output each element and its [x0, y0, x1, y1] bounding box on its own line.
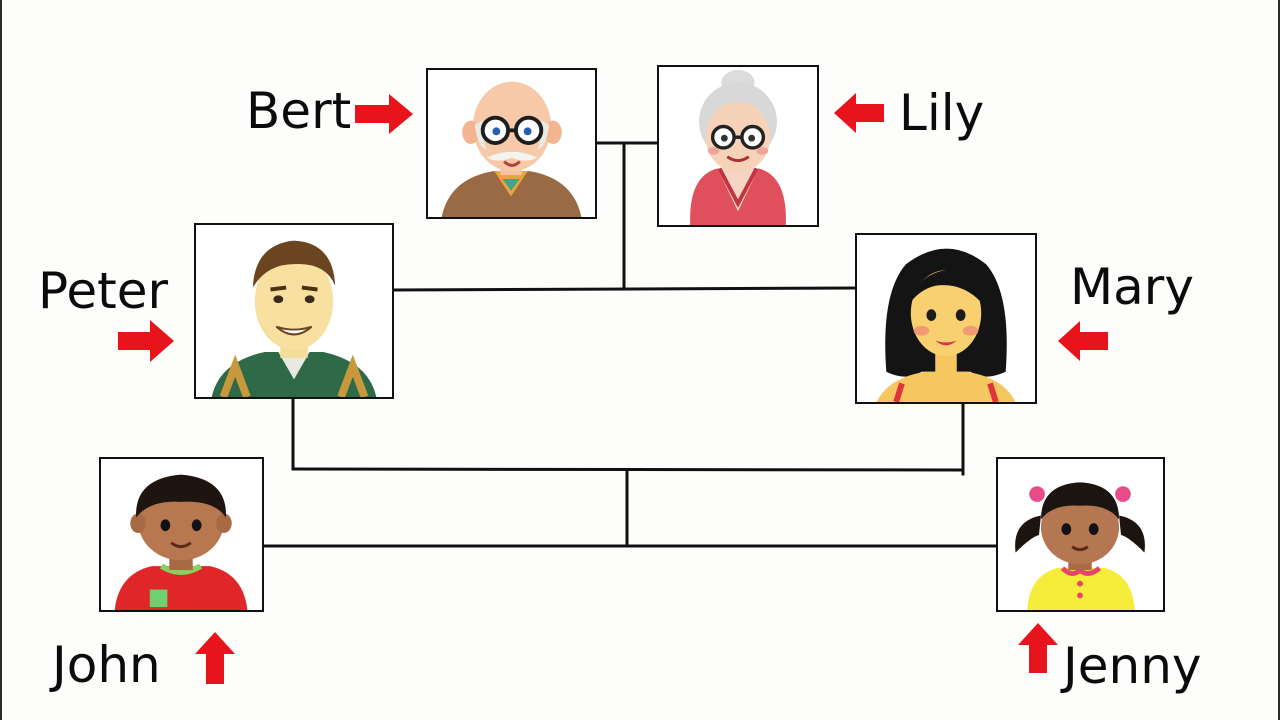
- grandfather-portrait-icon: [441, 81, 582, 217]
- name-bert: Bert: [246, 82, 352, 140]
- father-portrait-icon: [211, 240, 377, 397]
- arrow-up-icon: [195, 632, 235, 684]
- left-frame-edge: [0, 0, 2, 720]
- portrait-mary[interactable]: [855, 233, 1037, 404]
- arrow-up-icon: [1018, 623, 1058, 673]
- name-john: John: [52, 636, 161, 694]
- portrait-jenny[interactable]: [996, 457, 1165, 612]
- peter-mary-link: [391, 286, 858, 292]
- boy-portrait-icon: [114, 474, 248, 610]
- arrow-left-icon: [1058, 321, 1108, 361]
- name-peter: Peter: [38, 262, 169, 320]
- arrow-left-icon: [834, 93, 884, 133]
- portrait-bert[interactable]: [426, 68, 597, 219]
- portrait-peter[interactable]: [194, 223, 394, 399]
- arrow-right-icon: [355, 94, 413, 134]
- right-frame-edge: [1278, 0, 1280, 720]
- grandmother-portrait-icon: [690, 69, 786, 225]
- arrow-right-icon: [118, 320, 174, 362]
- name-mary: Mary: [1070, 258, 1194, 316]
- girl-portrait-icon: [1015, 482, 1145, 610]
- portrait-john[interactable]: [99, 457, 264, 612]
- mother-portrait-icon: [876, 248, 1016, 402]
- name-lily: Lily: [899, 84, 985, 142]
- name-jenny: Jenny: [1063, 637, 1202, 695]
- portrait-lily[interactable]: [657, 65, 819, 227]
